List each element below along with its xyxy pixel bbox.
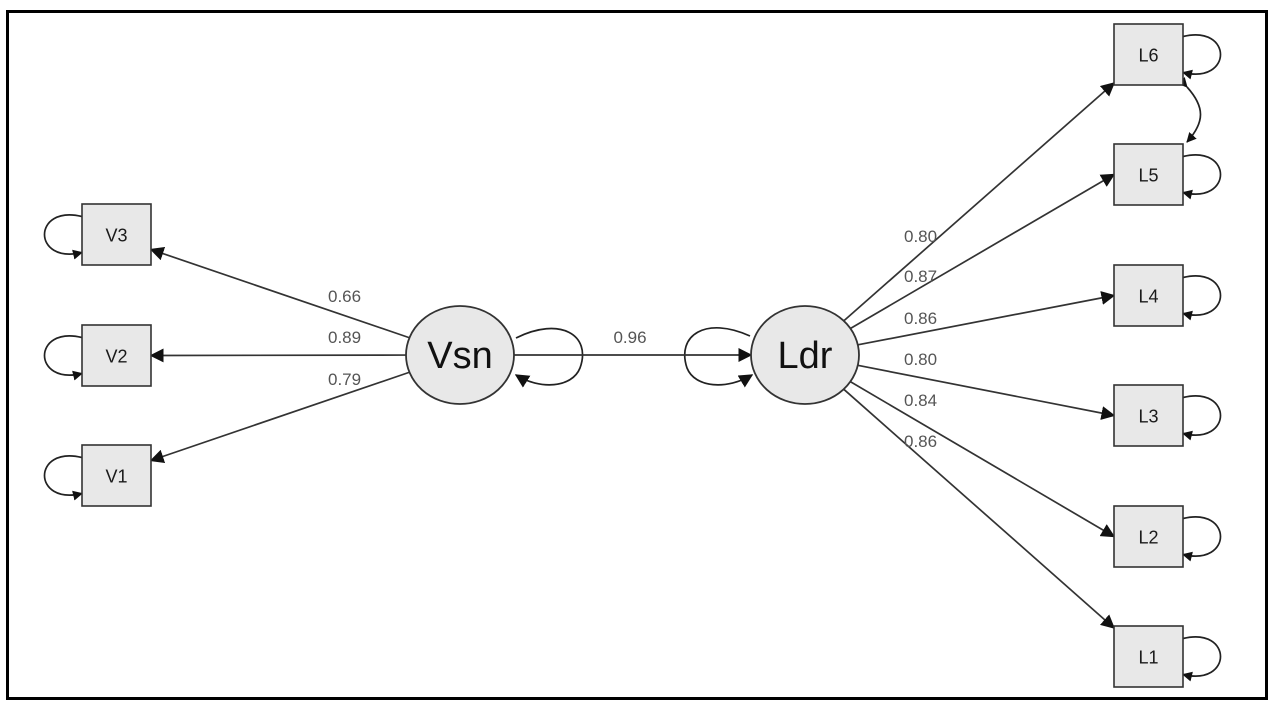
- indicator-v2[interactable]: [81, 324, 152, 387]
- loading-vsn-v1: [149, 371, 410, 464]
- indicator-v3[interactable]: [81, 203, 152, 266]
- indicator-l5-label: L5: [1138, 166, 1158, 186]
- indicator-l1[interactable]: [1113, 625, 1184, 688]
- error-variance-v1: [43, 454, 92, 501]
- indicator-l3[interactable]: [1113, 384, 1184, 447]
- error-variance-l3: [1173, 394, 1222, 441]
- indicator-l2[interactable]: [1113, 505, 1184, 568]
- indicator-v2-label: V2: [105, 347, 127, 367]
- loading-ldr-l2: [849, 380, 1116, 538]
- loading-ldr-l4: [857, 291, 1116, 346]
- path-vsn-ldr-coefficient: 0.96: [613, 328, 646, 347]
- error-variance-l6: [1173, 33, 1222, 80]
- loading-ldr-l5-coefficient: 0.87: [904, 267, 937, 286]
- loading-ldr-l6: [843, 82, 1116, 322]
- error-variance-l1: [1173, 635, 1222, 682]
- loading-ldr-l3: [857, 364, 1116, 420]
- indicator-v3-label: V3: [105, 226, 127, 246]
- indicator-l3-label: L3: [1138, 407, 1158, 427]
- error-variance-v2: [43, 334, 92, 381]
- indicator-v1-label: V1: [105, 467, 127, 487]
- indicator-l2-label: L2: [1138, 528, 1158, 548]
- latent-ldr-label: Ldr: [778, 335, 833, 377]
- indicator-l4[interactable]: [1113, 264, 1184, 327]
- covariance-l6-l5: [1177, 76, 1202, 143]
- loading-vsn-v2-coefficient: 0.89: [328, 328, 361, 347]
- latent-ldr[interactable]: [750, 305, 860, 405]
- indicator-l6-label: L6: [1138, 46, 1158, 66]
- loading-ldr-l1-coefficient: 0.86: [904, 432, 937, 451]
- latent-vsn-label: Vsn: [427, 335, 492, 377]
- loading-ldr-l2-coefficient: 0.84: [904, 391, 937, 410]
- loading-ldr-l3-coefficient: 0.80: [904, 350, 937, 369]
- latent-vsn[interactable]: [405, 305, 515, 405]
- loading-ldr-l5: [849, 173, 1116, 330]
- indicator-l1-label: L1: [1138, 648, 1158, 668]
- error-variance-l5: [1173, 153, 1222, 200]
- indicator-l5[interactable]: [1113, 143, 1184, 206]
- loading-ldr-l6-coefficient: 0.80: [904, 227, 937, 246]
- vsn-variance-loop: [514, 327, 584, 388]
- loading-ldr-l4-coefficient: 0.86: [904, 309, 937, 328]
- loading-vsn-v1-coefficient: 0.79: [328, 370, 361, 389]
- indicator-v1[interactable]: [81, 444, 152, 507]
- error-variance-l2: [1173, 515, 1222, 562]
- error-variance-l4: [1173, 274, 1222, 321]
- error-variance-v3: [43, 213, 92, 260]
- loading-ldr-l1: [843, 388, 1116, 629]
- loading-vsn-v3: [149, 246, 410, 339]
- indicator-l6[interactable]: [1113, 23, 1184, 86]
- loading-vsn-v3-coefficient: 0.66: [328, 287, 361, 306]
- indicator-l4-label: L4: [1138, 287, 1158, 307]
- ldr-variance-loop: [684, 326, 754, 388]
